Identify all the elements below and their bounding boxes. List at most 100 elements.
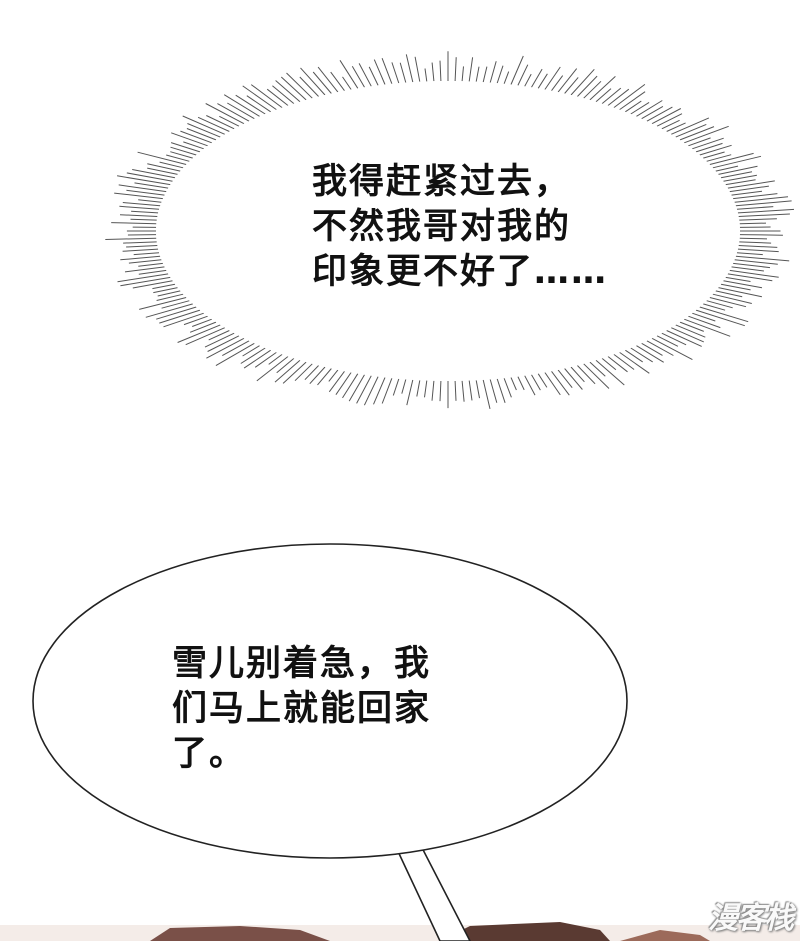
thought-spike-line [734, 196, 789, 203]
thought-spike-line [595, 359, 625, 386]
thought-spike-line [161, 300, 190, 309]
thought-spike-line [646, 106, 673, 122]
thought-spike-line [335, 372, 352, 395]
thought-spike-line [242, 345, 260, 357]
thought-spike-line [126, 172, 173, 182]
thought-spike-line [723, 280, 763, 289]
thought-spike-line [739, 237, 768, 240]
thought-spike-line [461, 380, 465, 402]
thought-spike-line [699, 144, 732, 156]
thought-spike-line [656, 113, 683, 127]
thought-spike-line [272, 85, 295, 104]
thought-spike-line [739, 234, 783, 236]
thought-spike-line [152, 283, 176, 290]
thought-spike-line [739, 241, 772, 244]
thought-spike-line [242, 85, 277, 111]
thought-spike-line [692, 137, 724, 150]
speech-bubble [32, 543, 628, 941]
thought-spike-line [147, 167, 178, 175]
thought-spike-line [170, 146, 197, 156]
thought-spike-line [720, 171, 753, 179]
thought-spike-line [496, 378, 506, 403]
thought-spike-line [153, 287, 178, 294]
thought-spike-line [636, 345, 664, 363]
thought-spike-line [725, 179, 756, 186]
thought-spike-line [363, 376, 379, 406]
thought-spike-line [601, 87, 622, 104]
thought-spike-line [692, 312, 716, 322]
thought-spike-line [695, 309, 745, 327]
thought-spike-line [339, 60, 359, 89]
thought-spike-line [126, 189, 165, 196]
thought-spike-line [187, 123, 221, 138]
thought-spike-line [577, 365, 596, 385]
thought-spike-line [564, 368, 583, 390]
thought-spike-line [189, 321, 217, 333]
thought-spike-line [126, 245, 158, 248]
thought-spike-line [117, 273, 169, 283]
thought-spike-line [468, 380, 473, 401]
thought-spike-line [122, 248, 159, 252]
thought-spike-line [718, 165, 758, 175]
thought-spike-line [206, 115, 235, 130]
thought-spike-line [424, 380, 428, 398]
thought-spike-line [675, 123, 707, 138]
thought-spike-line [381, 378, 393, 404]
thought-spike-line [661, 332, 687, 346]
thought-spike-line [482, 66, 488, 83]
thought-spike-line [197, 116, 230, 132]
thought-spike-line [118, 184, 167, 193]
thought-spike-line [275, 80, 301, 103]
thought-spike-line [223, 94, 260, 117]
thought-spike-line [240, 347, 266, 364]
thought-spike-line [524, 375, 536, 396]
thought-spike-line [630, 101, 650, 115]
thought-spike-line [156, 293, 184, 301]
thought-spike-line [207, 335, 240, 352]
thought-spike-line [729, 185, 769, 193]
thought-spike-line [738, 245, 778, 248]
thought-spike-line [342, 373, 359, 399]
thought-spike-line [715, 165, 739, 172]
thought-spike-line [159, 309, 201, 324]
thought-spike-line [120, 255, 161, 261]
thought-spike-line [684, 318, 731, 337]
thought-spike-line [630, 347, 653, 363]
thought-spike-line [703, 303, 726, 311]
thought-spike-line [192, 318, 212, 327]
thought-spike-line [139, 297, 187, 310]
thought-spike-line [679, 321, 704, 332]
thought-spike-line [217, 103, 250, 122]
thought-spike-line [156, 306, 197, 320]
thought-spike-line [733, 262, 771, 269]
thought-spike-line [733, 193, 778, 200]
thought-spike-line [625, 349, 643, 363]
thought-spike-line [709, 297, 747, 308]
thought-spike-line [227, 102, 255, 120]
thought-spike-line [215, 342, 255, 367]
thought-spike-line [551, 371, 570, 396]
thought-spike-line [517, 376, 525, 391]
thought-spike-line [439, 60, 442, 82]
thought-spike-line [651, 337, 693, 361]
thought-spike-line [551, 75, 564, 91]
thought-spike-line [120, 276, 171, 287]
thought-spike-line [619, 351, 650, 374]
thought-spike-line [706, 300, 733, 309]
thought-spike-line [489, 61, 497, 83]
thought-spike-line [166, 154, 190, 162]
thought-spike-line [557, 369, 573, 389]
thought-spike-line [489, 379, 498, 403]
bottom-artwork [0, 922, 800, 941]
thought-spike-line [114, 192, 163, 200]
thought-spike-line [133, 252, 160, 256]
thought-spike-line [737, 208, 795, 214]
thought-spike-line [328, 369, 339, 382]
thought-spike-line [738, 213, 790, 217]
thought-spike-line [243, 349, 271, 369]
thought-spike-line [601, 358, 617, 371]
thought-spike-line [111, 222, 157, 225]
thought-spike-line [416, 380, 421, 397]
thought-spike-line [699, 306, 749, 323]
